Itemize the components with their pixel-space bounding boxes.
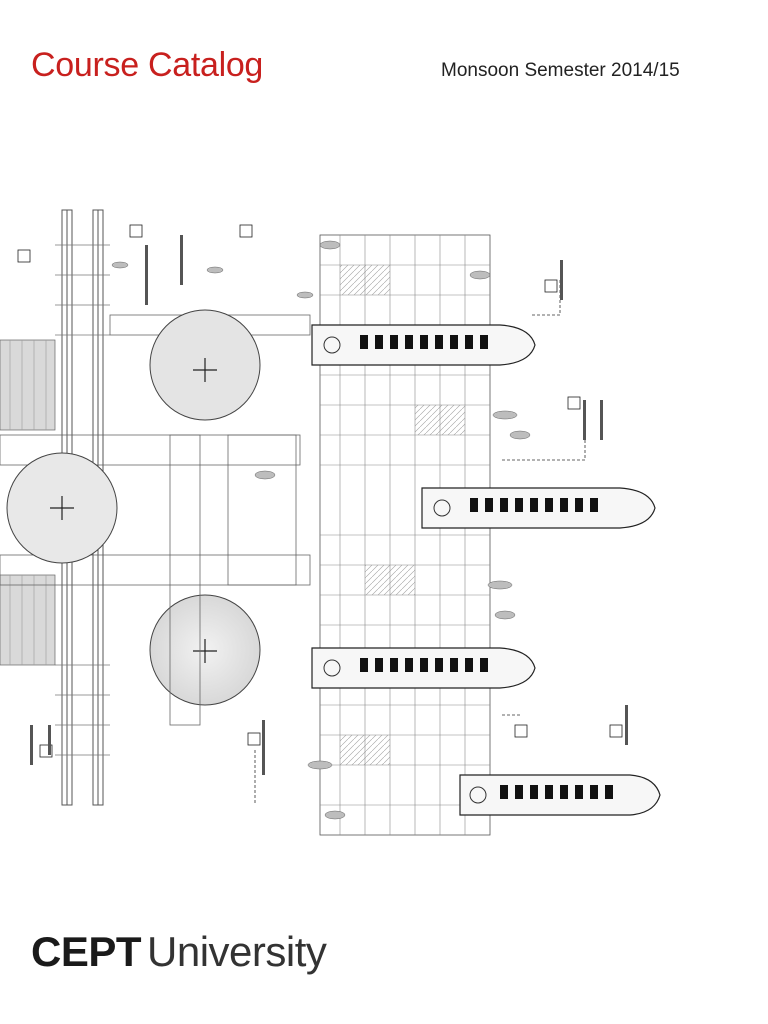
logo-light-text: University [147,928,327,975]
architectural-plan-drawing [0,209,661,836]
semester-label: Monsoon Semester 2014/15 [441,60,680,81]
logo-bold-text: CEPT [31,928,142,975]
catalog-title: Course Catalog [31,46,264,84]
